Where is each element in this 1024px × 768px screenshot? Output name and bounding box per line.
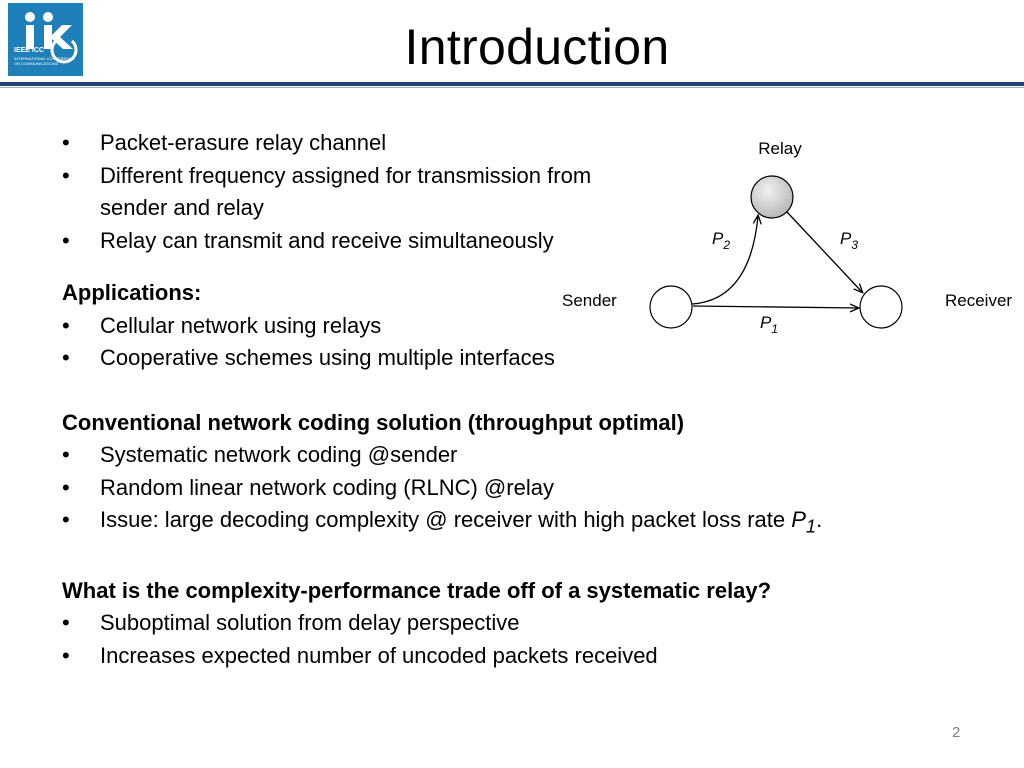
sender-node bbox=[649, 285, 693, 329]
bullet-item: Cooperative schemes using multiple inter… bbox=[62, 342, 962, 375]
link-p2-label: P2 bbox=[712, 229, 730, 252]
logo-brand-text: IEEE ICC bbox=[14, 47, 44, 54]
bullet-item: Cellular network using relays bbox=[62, 310, 962, 343]
title-divider bbox=[0, 82, 1024, 86]
applications-heading: Applications: bbox=[62, 280, 202, 305]
bullet-item: Packet-erasure relay channel bbox=[62, 127, 670, 160]
conventional-heading: Conventional network coding solution (th… bbox=[62, 409, 685, 435]
issue-subscript: 1 bbox=[805, 515, 817, 537]
bullet-item: Different frequency assigned for transmi… bbox=[62, 160, 620, 225]
sender-label: Sender bbox=[562, 291, 617, 310]
bullet-item: Systematic network coding @sender bbox=[62, 439, 962, 472]
issue-symbol: P bbox=[791, 507, 806, 532]
relay-channel-diagram: Relay Sender Receiver P2 P3 P1 bbox=[562, 139, 1012, 336]
title-divider-light bbox=[0, 87, 1024, 88]
issue-text: Issue: large decoding complexity @ recei… bbox=[100, 507, 792, 532]
link-p1-label: P1 bbox=[760, 313, 778, 336]
receiver-node bbox=[859, 285, 903, 329]
ieee-icc-logo: IEEE ICC INTERNATIONAL CONFERENCE ON COM… bbox=[8, 3, 83, 76]
link-p3-arrow bbox=[786, 211, 862, 292]
bullet-item: Increases expected number of uncoded pac… bbox=[62, 640, 962, 673]
bullet-item: Random linear network coding (RLNC) @rel… bbox=[62, 472, 962, 505]
receiver-label: Receiver bbox=[945, 291, 1012, 310]
logo-caption-text: INTERNATIONAL CONFERENCE ON COMMUNICATIO… bbox=[14, 56, 75, 66]
logo-mark-icon bbox=[25, 12, 78, 64]
bullet-item: Suboptimal solution from delay perspecti… bbox=[62, 607, 962, 640]
slide-body: Packet-erasure relay channel Different f… bbox=[62, 127, 962, 672]
relay-node bbox=[750, 175, 794, 219]
question-heading: What is the complexity-performance trade… bbox=[62, 577, 772, 603]
slide-title: Introduction bbox=[404, 19, 670, 75]
bullet-item-issue: Issue: large decoding complexity @ recei… bbox=[62, 504, 962, 543]
bullet-item: Relay can transmit and receive simultane… bbox=[62, 225, 670, 258]
issue-end: . bbox=[816, 507, 823, 532]
page-number: 2 bbox=[952, 724, 961, 741]
link-p2-arrow bbox=[691, 216, 758, 305]
link-p3-label: P3 bbox=[840, 229, 858, 252]
link-p1-arrow bbox=[692, 306, 858, 308]
relay-label: Relay bbox=[758, 139, 802, 158]
